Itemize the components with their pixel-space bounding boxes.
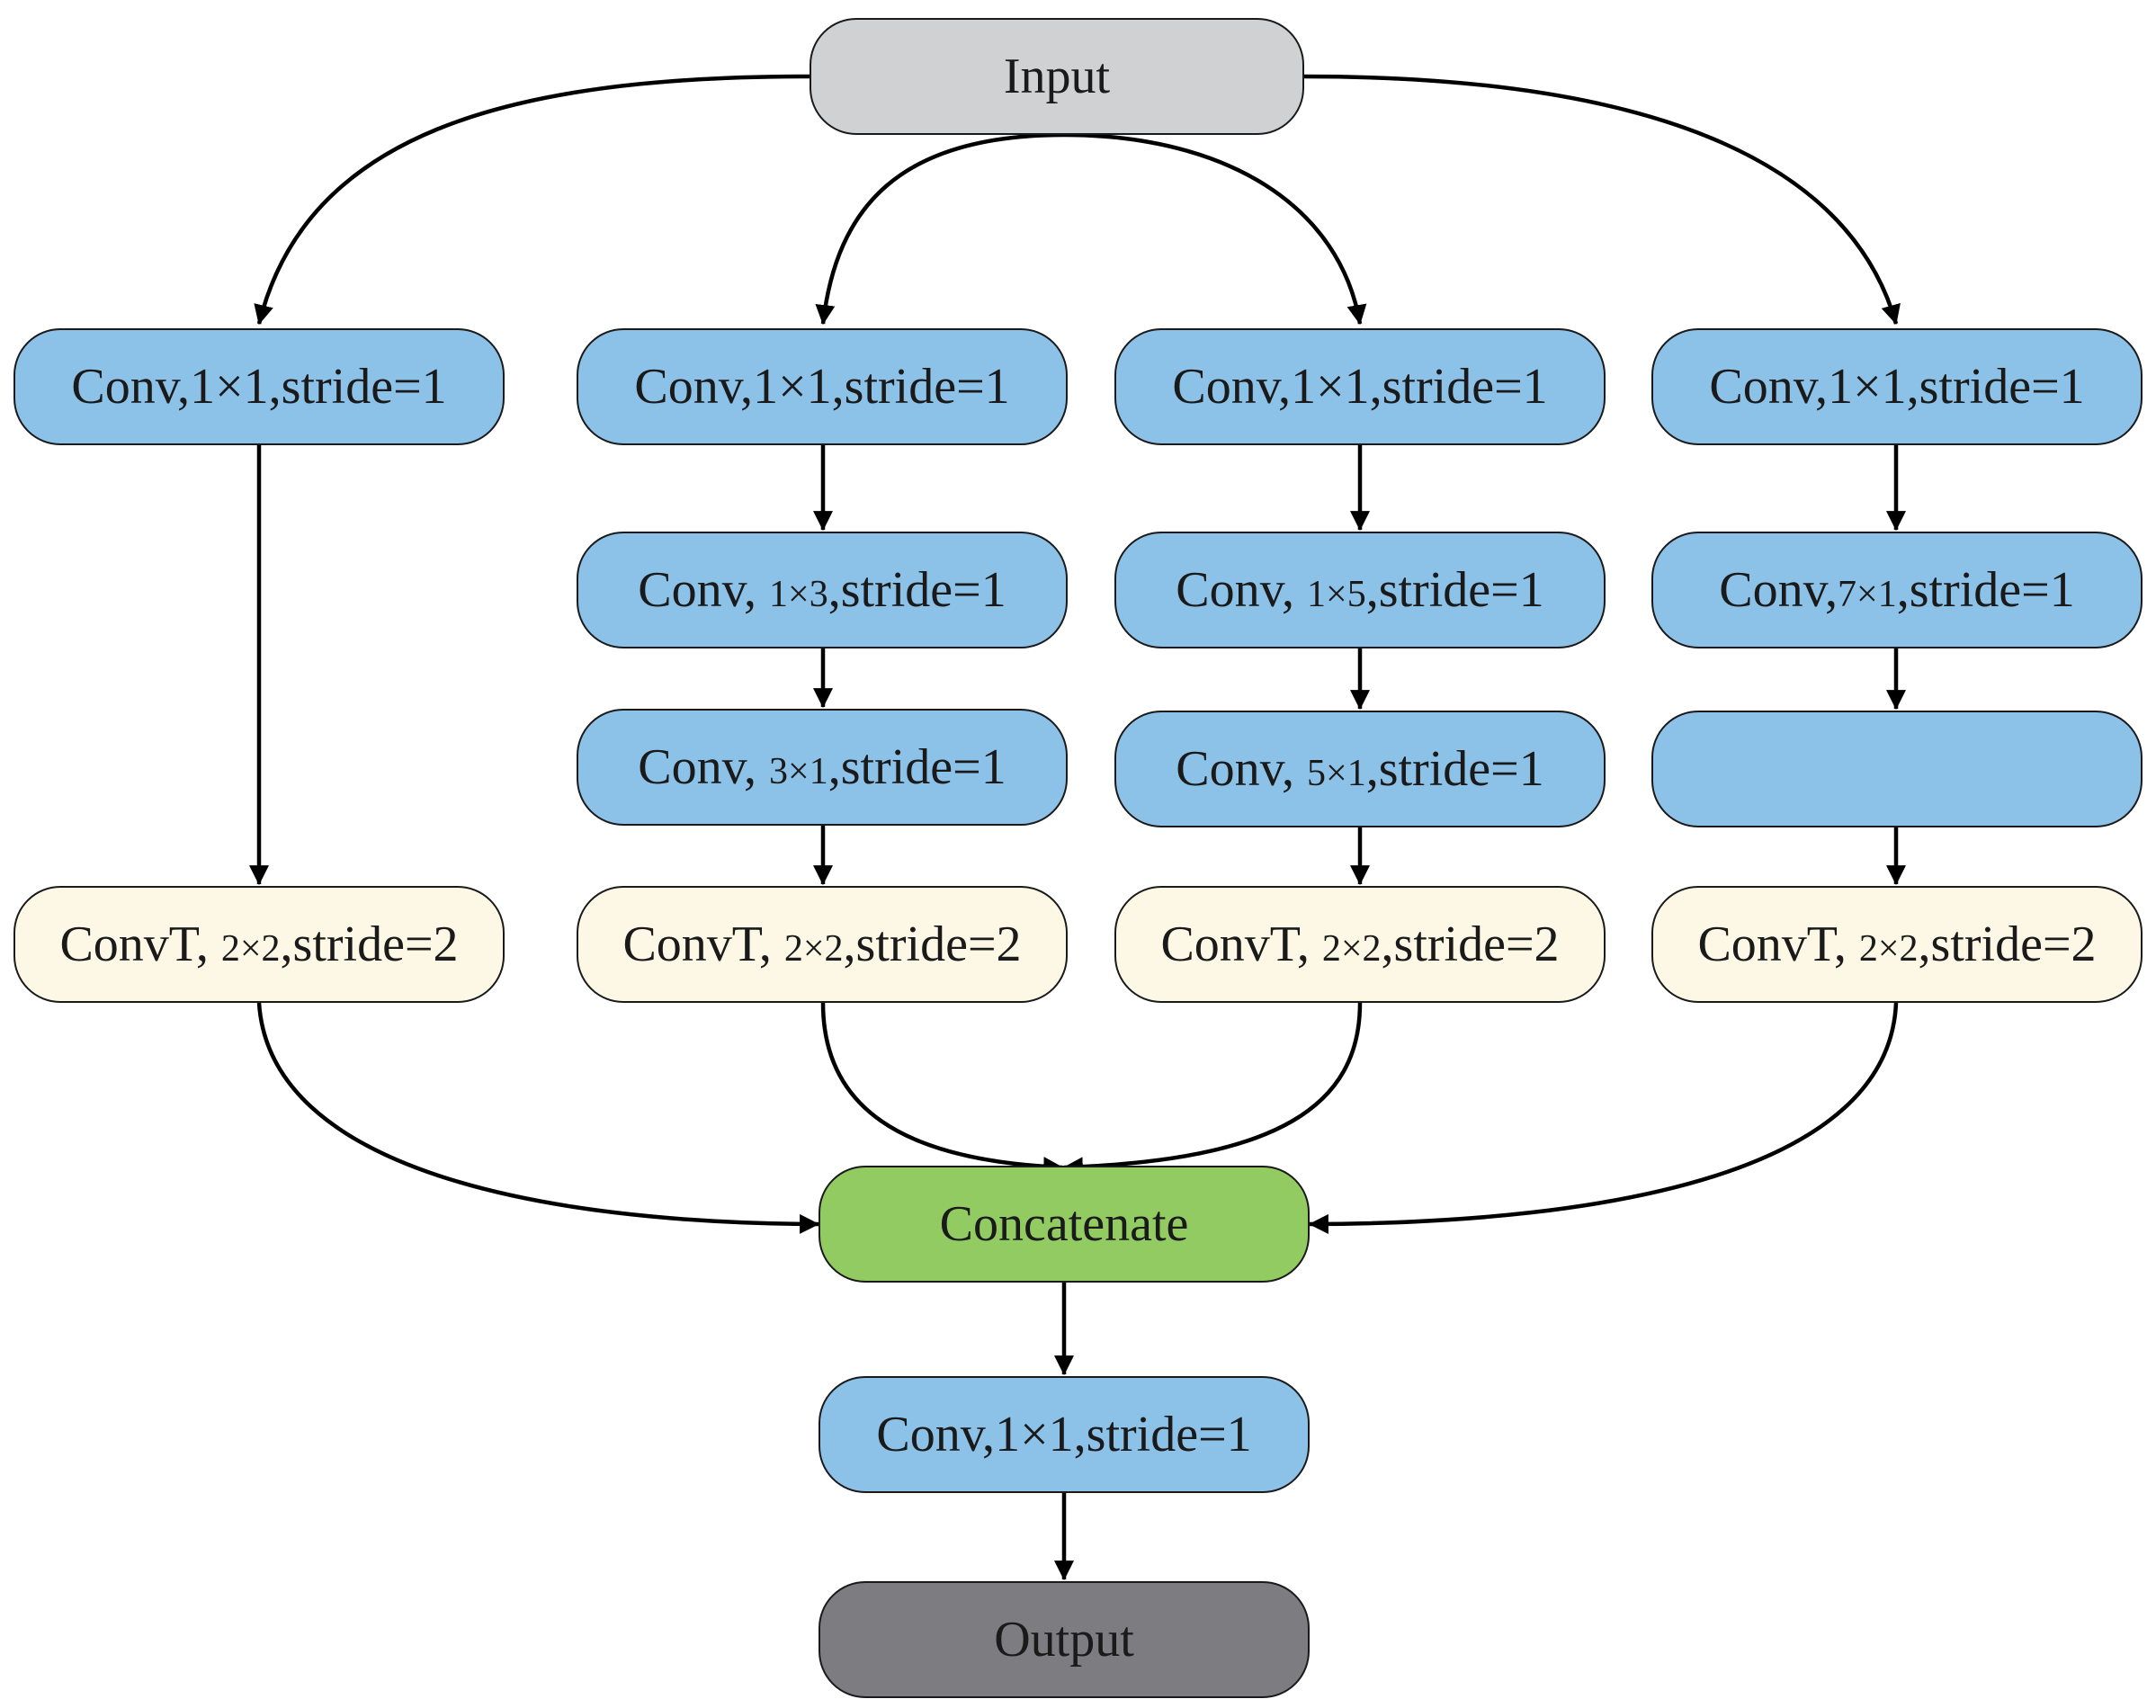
branch-4-convt-node: ConvT, 2×2,stride=2	[1651, 886, 2143, 1003]
edge-branch3-to-concat	[1062, 1002, 1363, 1177]
concatenate-node: Concatenate	[819, 1166, 1310, 1283]
branch-3-conv-5x1-node: Conv, 5×1,stride=1	[1114, 711, 1606, 827]
branch-3-conv-1x5-label: Conv, 1×5,stride=1	[1176, 562, 1544, 618]
branch-2-convt-label: ConvT, 2×2,stride=2	[622, 917, 1022, 972]
branch-2-conv-1x3-label: Conv, 1×3,stride=1	[638, 562, 1006, 618]
branch-2-conv-3x1-label: Conv, 3×1,stride=1	[638, 739, 1006, 795]
branch-2-conv-1x1-node: Conv,1×1,stride=1	[577, 328, 1068, 445]
final-conv-1x1-label: Conv,1×1,stride=1	[876, 1407, 1252, 1462]
branch-3-convt-label: ConvT, 2×2,stride=2	[1160, 917, 1560, 972]
edge-branch1-to-concat	[256, 1002, 820, 1234]
edge-input-branch-2	[815, 132, 1065, 326]
branch-1-conv-1x1-node: Conv,1×1,stride=1	[13, 328, 505, 445]
output-node: Output	[819, 1581, 1310, 1698]
branch-4-conv-1x7-label: Conv,7×1,stride=1	[1719, 562, 2075, 618]
branch-2-convt-node: ConvT, 2×2,stride=2	[577, 886, 1068, 1003]
final-conv-1x1-node: Conv,1×1,stride=1	[819, 1376, 1310, 1493]
branch-4-conv-1x1-label: Conv,1×1,stride=1	[1709, 359, 2085, 415]
input-label: Input	[1003, 49, 1111, 104]
branch-1-convt-node: ConvT, 2×2,stride=2	[13, 886, 505, 1003]
branch-3-conv-1x5-node: Conv, 1×5,stride=1	[1114, 532, 1606, 648]
branch-4-conv-7x1-node	[1651, 711, 2143, 827]
branch-4-conv-1x7-node: Conv,7×1,stride=1	[1651, 532, 2143, 648]
branch-3-conv-1x1-label: Conv,1×1,stride=1	[1172, 359, 1548, 415]
branch-2-conv-3x1-node: Conv, 3×1,stride=1	[577, 709, 1068, 826]
edge-input-branch-4	[1303, 74, 1901, 326]
concatenate-label: Concatenate	[939, 1196, 1189, 1252]
output-label: Output	[994, 1612, 1134, 1668]
branch-4-conv-1x1-node: Conv,1×1,stride=1	[1651, 328, 2143, 445]
edge-input-branch-3	[1063, 132, 1367, 326]
edge-branch2-to-concat	[820, 1002, 1064, 1177]
branch-2-conv-1x3-node: Conv, 1×3,stride=1	[577, 532, 1068, 648]
input-node: Input	[810, 18, 1304, 135]
branch-3-conv-5x1-label: Conv, 5×1,stride=1	[1176, 741, 1544, 797]
branch-2-conv-1x1-label: Conv,1×1,stride=1	[634, 359, 1010, 415]
edge-branch4-to-concat	[1308, 1002, 1899, 1234]
branch-3-conv-1x1-node: Conv,1×1,stride=1	[1114, 328, 1606, 445]
branch-3-convt-node: ConvT, 2×2,stride=2	[1114, 886, 1606, 1003]
edge-input-branch-1	[254, 74, 810, 326]
branch-4-convt-label: ConvT, 2×2,stride=2	[1697, 917, 2097, 972]
branch-1-conv-1x1-label: Conv,1×1,stride=1	[71, 359, 447, 415]
branch-1-convt-label: ConvT, 2×2,stride=2	[59, 917, 459, 972]
